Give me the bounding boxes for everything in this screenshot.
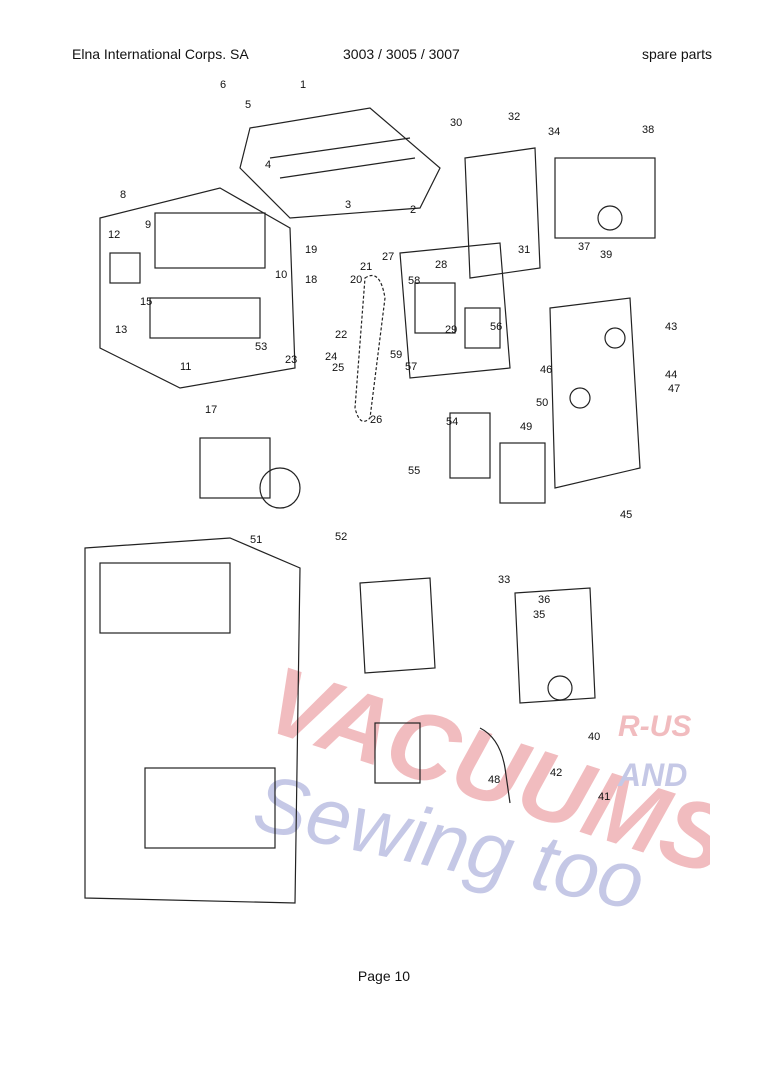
- part-callout-10: 10: [275, 269, 287, 281]
- part-callout-11: 11: [180, 361, 191, 373]
- part-callout-24: 24: [325, 351, 337, 363]
- part-callout-54: 54: [446, 416, 458, 428]
- part-callout-2: 2: [410, 204, 416, 216]
- part-callout-33: 33: [498, 574, 510, 586]
- part-callout-30: 30: [450, 117, 462, 129]
- watermark-and: AND: [617, 757, 687, 793]
- part-callout-1: 1: [300, 79, 306, 91]
- part-callout-40: 40: [588, 731, 600, 743]
- part-callout-44: 44: [665, 369, 677, 381]
- part-callout-58: 58: [408, 275, 420, 287]
- part-callout-59: 59: [390, 349, 402, 361]
- part-callout-47: 47: [668, 383, 680, 395]
- part-callout-12: 12: [108, 229, 120, 241]
- part-callout-3: 3: [345, 199, 351, 211]
- part-callout-49: 49: [520, 421, 532, 433]
- part-callout-18: 18: [305, 274, 317, 286]
- header-company: Elna International Corps. SA: [72, 46, 249, 62]
- part-callout-20: 20: [350, 274, 362, 286]
- part-callout-39: 39: [600, 249, 612, 261]
- part-callout-57: 57: [405, 361, 417, 373]
- part-callout-27: 27: [382, 251, 394, 263]
- part-callout-45: 45: [620, 509, 632, 521]
- part-callout-42: 42: [550, 767, 562, 779]
- part-callout-35: 35: [533, 609, 545, 621]
- part-callout-21: 21: [360, 261, 372, 273]
- part-callout-9: 9: [145, 219, 151, 231]
- part-callout-37: 37: [578, 241, 590, 253]
- part-callout-28: 28: [435, 259, 447, 271]
- part-callout-31: 31: [518, 244, 530, 256]
- part-callout-48: 48: [488, 774, 500, 786]
- part-callout-52: 52: [335, 531, 347, 543]
- part-callout-25: 25: [332, 362, 344, 374]
- exploded-parts-diagram: VACUUMS Sewing too R-US AND: [84, 79, 710, 908]
- part-callout-19: 19: [305, 244, 317, 256]
- part-callout-26: 26: [370, 414, 382, 426]
- part-callout-51: 51: [250, 534, 262, 546]
- part-callout-50: 50: [536, 397, 548, 409]
- header-section: spare parts: [641, 46, 712, 62]
- part-callout-17: 17: [205, 404, 217, 416]
- part-callout-6: 6: [220, 79, 226, 91]
- watermark: VACUUMS Sewing too R-US AND: [246, 646, 710, 908]
- part-callout-36: 36: [538, 594, 550, 606]
- part-callout-53: 53: [255, 341, 267, 353]
- part-callout-22: 22: [335, 329, 347, 341]
- part-callout-46: 46: [540, 364, 552, 376]
- part-callout-56: 56: [490, 321, 502, 333]
- page-number: Page 10: [357, 968, 411, 984]
- part-callout-34: 34: [548, 126, 560, 138]
- part-callout-13: 13: [115, 324, 127, 336]
- part-callout-41: 41: [598, 791, 610, 803]
- part-callout-43: 43: [665, 321, 677, 333]
- watermark-rus: R-US: [618, 710, 691, 743]
- part-callout-55: 55: [408, 465, 420, 477]
- part-callout-23: 23: [285, 354, 297, 366]
- part-callout-15: 15: [140, 296, 152, 308]
- part-callout-5: 5: [245, 99, 251, 111]
- part-callout-8: 8: [120, 189, 126, 201]
- header-models: 3003 / 3005 / 3007: [343, 46, 460, 62]
- part-callout-32: 32: [508, 111, 520, 123]
- part-callout-29: 29: [445, 324, 457, 336]
- part-callout-4: 4: [265, 159, 271, 171]
- part-callout-38: 38: [642, 124, 654, 136]
